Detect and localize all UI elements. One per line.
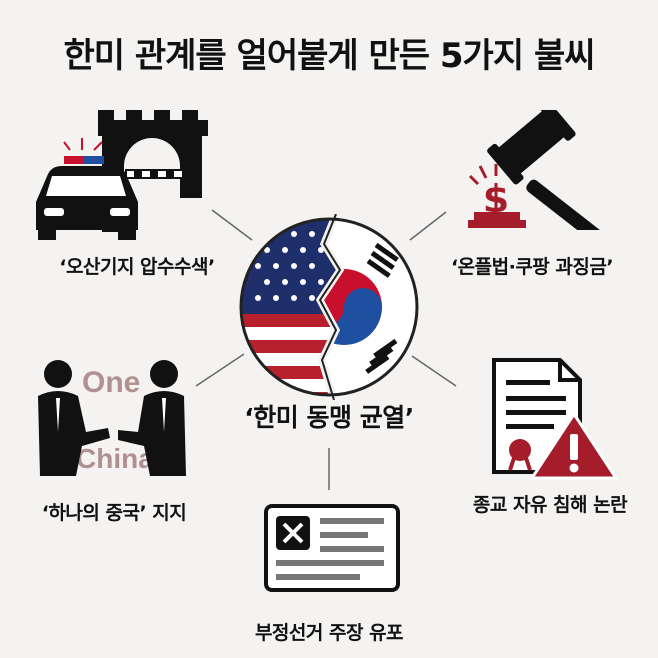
handshake-icon: One China [38,360,186,476]
svg-text:$: $ [483,177,509,221]
x-post-icon [264,504,400,592]
osan-graphic [36,110,208,240]
barrier-icon [125,164,198,190]
one-text: One [82,366,140,399]
police-car-icon [36,138,138,240]
dollar-icon: $ [468,164,526,228]
fine-label: ‘온플법·쿠팡 과징금’ [450,256,614,278]
cracked-flag-icon [239,214,419,400]
religion-graphic [492,358,619,480]
page-title: 한미 관계를 얼어붙게 만든 5가지 불씨 [63,36,595,76]
osan-label: ‘오산기지 압수수색’ [59,256,215,278]
gavel-icon [487,110,602,230]
election-label: 부정선거 주장 유포 [254,622,404,644]
one-china-label: ‘하나의 중국’ 지지 [41,502,187,524]
center-label: ‘한미 동맹 균열’ [244,403,414,432]
china-text: China [76,443,154,474]
religion-label: 종교 자유 침해 논란 [472,494,628,516]
warning-icon [529,411,619,480]
fine-graphic: $ [468,110,602,230]
